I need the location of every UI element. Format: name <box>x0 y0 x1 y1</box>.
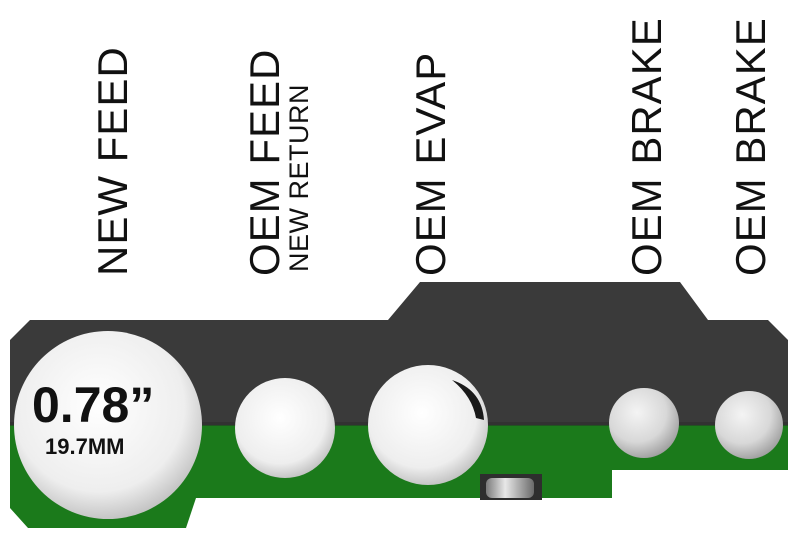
oem-brake-hole-2 <box>715 391 783 459</box>
label-oem-feed: OEM FEED <box>241 48 288 276</box>
fitting-nipple-icon <box>486 478 534 498</box>
label-oem-brake-1: OEM BRAKE <box>623 17 670 276</box>
oem-brake-hole-1 <box>609 388 679 458</box>
hole-diameter-mm: 19.7MM <box>45 434 125 459</box>
oem-feed-hole <box>235 378 335 478</box>
hole-diameter-inches: 0.78” <box>32 377 155 433</box>
oem-evap-hole <box>368 365 488 485</box>
label-new-return: NEW RETURN <box>284 84 314 272</box>
label-oem-evap: OEM EVAP <box>407 51 454 276</box>
evap-hole-shadow <box>452 380 484 420</box>
label-oem-brake-2: OEM BRAKE <box>727 17 774 276</box>
new-feed-hole <box>14 331 202 519</box>
label-new-feed: NEW FEED <box>89 46 136 276</box>
